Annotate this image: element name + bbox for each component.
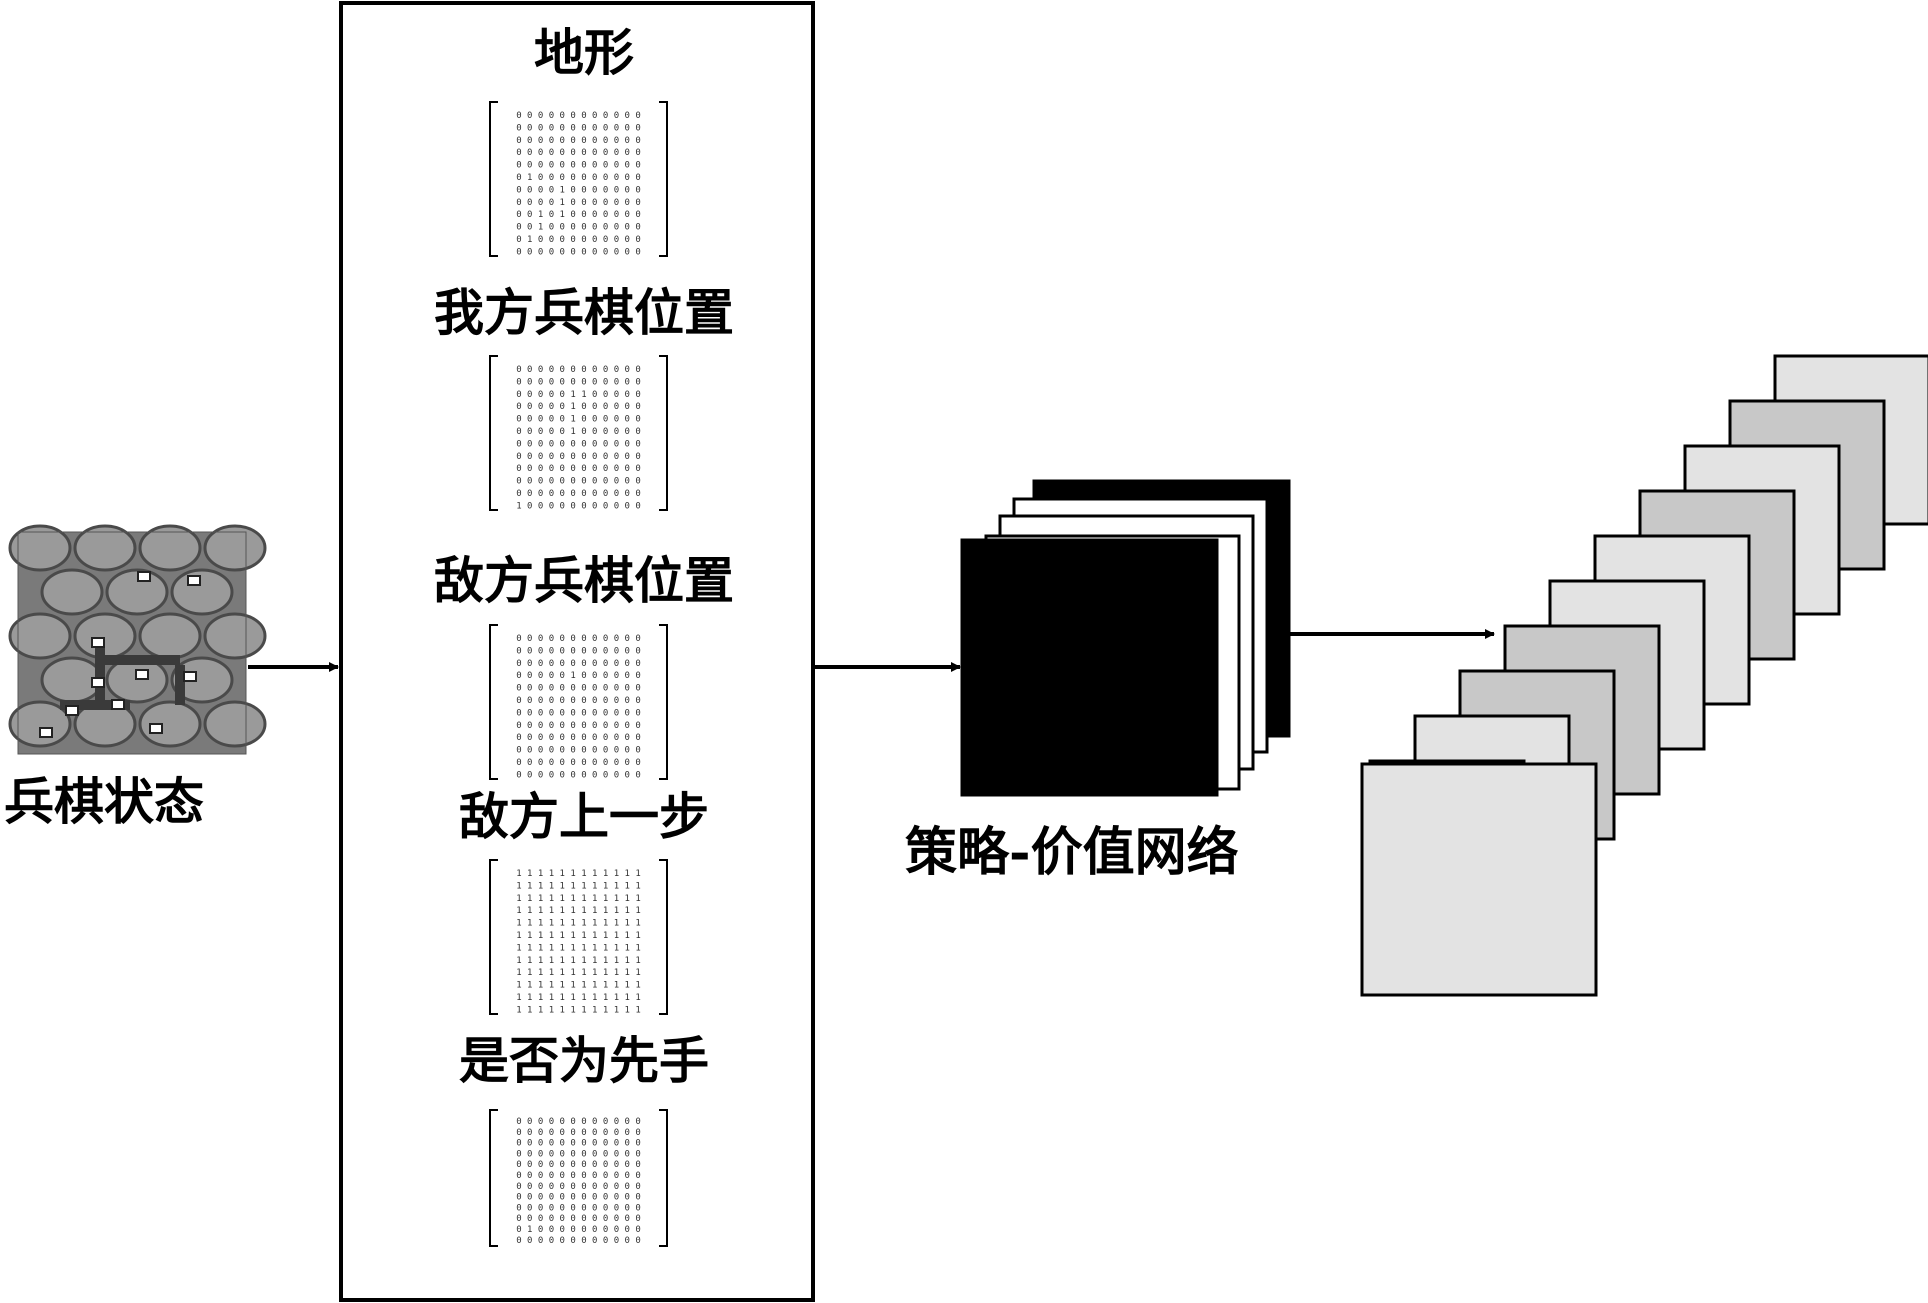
game-board-thumbnail	[8, 524, 267, 755]
matrix-row: 0 0 0 0 0 0 0 0 0 0 0 0	[516, 758, 641, 768]
matrix-row: 0 0 0 0 0 1 0 0 0 0 0 0	[516, 402, 641, 412]
matrix-row: 0 0 0 0 0 0 0 0 0 0 0 0	[516, 123, 641, 133]
matrix-row: 1 1 1 1 1 1 1 1 1 1 1 1	[516, 881, 641, 891]
matrix-row: 0 1 0 0 0 0 0 0 0 0 0 0	[516, 235, 641, 245]
matrix-row: 0 0 0 0 0 0 0 0 0 0 0 0	[516, 733, 641, 743]
section-title-terrain: 地形	[534, 23, 634, 82]
feature-matrix-enemy-last-move: 1 1 1 1 1 1 1 1 1 1 1 1 1 1 1 1 1 1 1 1 1…	[489, 859, 668, 1015]
matrix-row: 1 1 1 1 1 1 1 1 1 1 1 1	[516, 906, 641, 916]
matrix-row: 0 0 0 0 0 0 0 0 0 0 0 0	[516, 477, 641, 487]
policy-value-network-block	[960, 479, 1291, 797]
feature-matrix-enemy-positions: 0 0 0 0 0 0 0 0 0 0 0 0 0 0 0 0 0 0 0 0 0…	[489, 624, 668, 780]
matrix-row: 0 0 0 0 0 0 0 0 0 0 0 0	[516, 746, 641, 756]
output-feature-stack	[1360, 354, 1928, 997]
matrix-row: 0 0 0 0 0 0 0 0 0 0 0 0	[516, 148, 641, 158]
matrix-row: 0 0 0 0 0 1 1 0 0 0 0 0	[516, 390, 641, 400]
matrix-row: 0 0 0 0 0 0 0 0 0 0 0 0	[516, 1193, 641, 1203]
matrix-row: 0 0 0 0 0 0 0 0 0 0 0 0	[516, 1149, 641, 1159]
matrix-cells: 0 0 0 0 0 0 0 0 0 0 0 00 0 0 0 0 0 0 0 0…	[516, 1117, 641, 1246]
matrix-row: 0 0 0 0 0 0 0 0 0 0 0 0	[516, 452, 641, 462]
matrix-row: 0 0 0 0 0 0 0 0 0 0 0 0	[516, 708, 641, 718]
matrix-row: 0 0 0 0 0 0 0 0 0 0 0 0	[516, 1139, 641, 1149]
matrix-row: 0 0 0 0 0 0 0 0 0 0 0 0	[516, 1171, 641, 1181]
matrix-row: 0 0 1 0 0 0 0 0 0 0 0 0	[516, 223, 641, 233]
section-title-enemy-positions: 敌方兵棋位置	[434, 551, 734, 610]
matrix-row: 0 0 0 0 0 0 0 0 0 0 0 0	[516, 659, 641, 669]
matrix-row: 0 0 0 0 0 0 0 0 0 0 0 0	[516, 1128, 641, 1138]
matrix-row: 0 0 0 0 0 0 0 0 0 0 0 0	[516, 365, 641, 375]
matrix-row: 0 0 0 0 0 1 0 0 0 0 0 0	[516, 671, 641, 681]
matrix-row: 0 0 0 0 0 0 0 0 0 0 0 0	[516, 439, 641, 449]
matrix-row: 1 1 1 1 1 1 1 1 1 1 1 1	[516, 919, 641, 929]
matrix-row: 1 1 1 1 1 1 1 1 1 1 1 1	[516, 968, 641, 978]
matrix-row: 1 1 1 1 1 1 1 1 1 1 1 1	[516, 981, 641, 991]
game-state-label: 兵棋状态	[4, 772, 204, 831]
feature-matrix-first-player: 0 0 0 0 0 0 0 0 0 0 0 00 0 0 0 0 0 0 0 0…	[489, 1109, 668, 1247]
policy-value-network-label: 策略-价值网络	[905, 822, 1239, 883]
section-title-enemy-last-move: 敌方上一步	[459, 787, 709, 846]
matrix-row: 0 0 0 0 0 0 0 0 0 0 0 0	[516, 646, 641, 656]
matrix-row: 1 1 1 1 1 1 1 1 1 1 1 1	[516, 1005, 641, 1015]
matrix-row: 0 0 0 0 0 0 0 0 0 0 0 0	[516, 489, 641, 499]
matrix-row: 1 1 1 1 1 1 1 1 1 1 1 1	[516, 931, 641, 941]
matrix-row: 1 1 1 1 1 1 1 1 1 1 1 1	[516, 869, 641, 879]
feature-matrix-terrain: 0 0 0 0 0 0 0 0 0 0 0 0 0 0 0 0 0 0 0 0 0…	[489, 101, 668, 257]
matrix-row: 1 1 1 1 1 1 1 1 1 1 1 1	[516, 993, 641, 1003]
matrix-row: 0 0 0 0 0 0 0 0 0 0 0 0	[516, 464, 641, 474]
matrix-cells: 0 0 0 0 0 0 0 0 0 0 0 0 0 0 0 0 0 0 0 0 0…	[516, 111, 641, 257]
matrix-row: 0 0 0 0 0 0 0 0 0 0 0 0	[516, 136, 641, 146]
matrix-cells: 0 0 0 0 0 0 0 0 0 0 0 0 0 0 0 0 0 0 0 0 0…	[516, 365, 641, 511]
matrix-row: 0 0 0 0 0 0 0 0 0 0 0 0	[516, 161, 641, 171]
matrix-row: 0 0 0 0 0 0 0 0 0 0 0 0	[516, 1214, 641, 1224]
matrix-row: 1 0 0 0 0 0 0 0 0 0 0 0	[516, 501, 641, 511]
matrix-row: 1 1 1 1 1 1 1 1 1 1 1 1	[516, 956, 641, 966]
feature-matrix-own-positions: 0 0 0 0 0 0 0 0 0 0 0 0 0 0 0 0 0 0 0 0 0…	[489, 355, 668, 511]
matrix-row: 0 0 0 0 0 0 0 0 0 0 0 0	[516, 1203, 641, 1213]
matrix-row: 0 0 0 0 1 0 0 0 0 0 0 0	[516, 185, 641, 195]
matrix-row: 0 0 0 0 0 0 0 0 0 0 0 0	[516, 1182, 641, 1192]
matrix-cells: 1 1 1 1 1 1 1 1 1 1 1 1 1 1 1 1 1 1 1 1 1…	[516, 869, 641, 1015]
matrix-row: 0 0 0 0 0 0 0 0 0 0 0 0	[516, 377, 641, 387]
matrix-row: 0 0 0 0 0 0 0 0 0 0 0 0	[516, 247, 641, 257]
matrix-row: 0 1 0 0 0 0 0 0 0 0 0 0	[516, 173, 641, 183]
matrix-row: 0 0 0 0 0 0 0 0 0 0 0 0	[516, 634, 641, 644]
input-feature-panel	[339, 1, 815, 1302]
matrix-cells: 0 0 0 0 0 0 0 0 0 0 0 0 0 0 0 0 0 0 0 0 0…	[516, 634, 641, 780]
matrix-row: 1 1 1 1 1 1 1 1 1 1 1 1	[516, 943, 641, 953]
matrix-row: 0 0 0 0 0 0 0 0 0 0 0 0	[516, 1160, 641, 1170]
matrix-row: 0 0 0 0 1 0 0 0 0 0 0 0	[516, 198, 641, 208]
matrix-row: 0 0 0 0 0 0 0 0 0 0 0 0	[516, 1117, 641, 1127]
matrix-row: 0 0 0 0 0 0 0 0 0 0 0 0	[516, 721, 641, 731]
matrix-row: 0 0 0 0 0 0 0 0 0 0 0 0	[516, 696, 641, 706]
matrix-row: 0 0 1 0 1 0 0 0 0 0 0 0	[516, 210, 641, 220]
matrix-row: 0 0 0 0 0 0 0 0 0 0 0 0	[516, 770, 641, 780]
matrix-row: 0 0 0 0 0 1 0 0 0 0 0 0	[516, 415, 641, 425]
matrix-row: 1 1 1 1 1 1 1 1 1 1 1 1	[516, 894, 641, 904]
matrix-row: 0 0 0 0 0 0 0 0 0 0 0 0	[516, 684, 641, 694]
section-title-first-player: 是否为先手	[459, 1031, 709, 1090]
matrix-row: 0 0 0 0 0 1 0 0 0 0 0 0	[516, 427, 641, 437]
matrix-row: 0 1 0 0 0 0 0 0 0 0 0 0	[516, 1225, 641, 1235]
section-title-own-positions: 我方兵棋位置	[434, 283, 734, 342]
matrix-row: 0 0 0 0 0 0 0 0 0 0 0 0	[516, 1236, 641, 1246]
matrix-row: 0 0 0 0 0 0 0 0 0 0 0 0	[516, 111, 641, 121]
